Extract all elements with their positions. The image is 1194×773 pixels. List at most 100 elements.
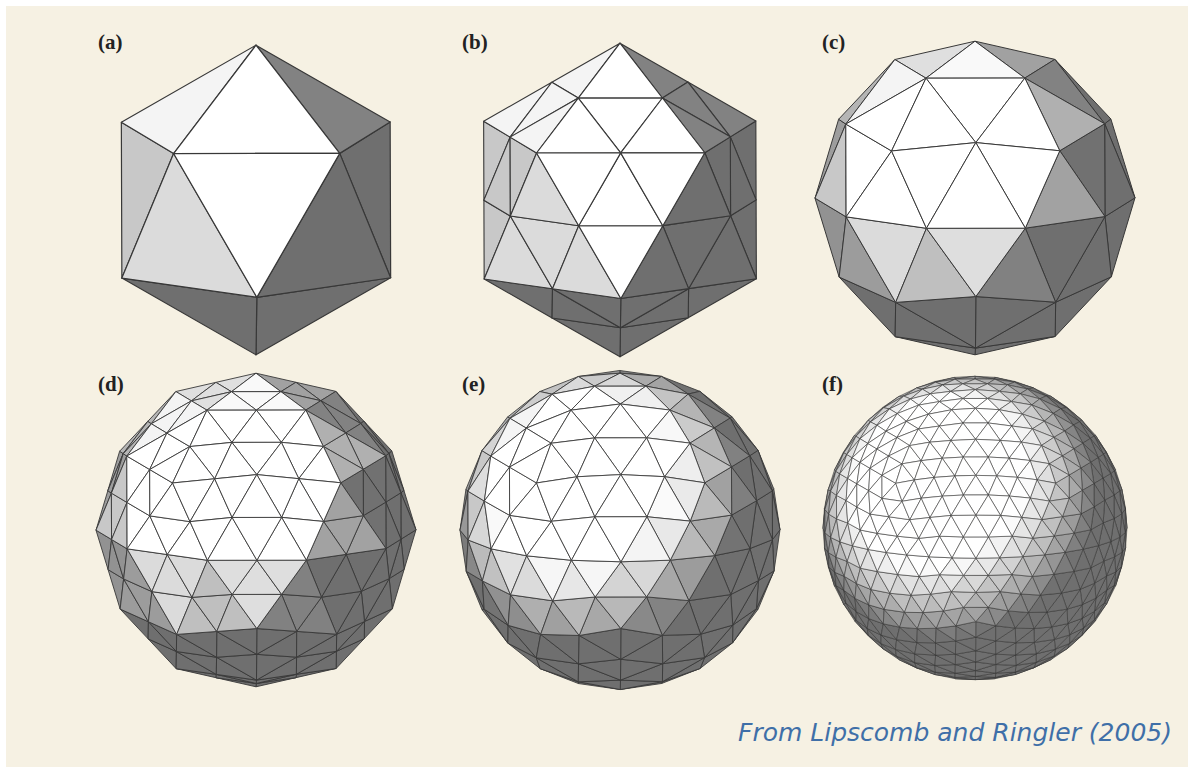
triangle-face [915, 654, 936, 666]
panel-letter: (b) [462, 30, 488, 55]
triangle-face [951, 423, 976, 441]
geodesic-sphere [121, 45, 390, 355]
triangle-face [1016, 642, 1037, 655]
triangle-face [663, 634, 705, 663]
triangle-face [112, 502, 128, 548]
triangle-face [996, 664, 1016, 673]
triangle-face [935, 665, 955, 674]
triangle-face [595, 597, 646, 629]
triangle-face [996, 665, 1016, 673]
triangle-face [1081, 490, 1094, 513]
triangle-face [936, 654, 956, 664]
triangle-face [940, 575, 964, 592]
panel-letter: (d) [98, 372, 124, 397]
triangle-face [892, 78, 976, 151]
triangle-face [579, 226, 663, 299]
triangle-face [231, 373, 280, 391]
triangle-face [111, 456, 127, 502]
triangle-face [846, 484, 857, 507]
panel-letter: (c) [822, 30, 845, 55]
triangle-face [963, 408, 988, 423]
triangle-face [1016, 654, 1037, 666]
triangle-face [257, 442, 299, 478]
triangle-face [595, 373, 646, 386]
panel-letter: (f) [822, 372, 843, 397]
triangle-face [217, 629, 257, 655]
triangle-face [297, 631, 337, 657]
triangle-face [915, 654, 935, 666]
triangle-face [484, 137, 510, 216]
triangle-face [363, 469, 386, 515]
triangle-face [190, 410, 232, 446]
geodesic-sphere [96, 373, 416, 687]
triangle-face [647, 410, 690, 443]
triangle-face [900, 627, 918, 642]
triangle-face [926, 41, 1025, 78]
triangle-face [976, 423, 1001, 440]
triangle-face [917, 643, 936, 656]
triangle-face [1105, 124, 1135, 217]
triangle-face [595, 404, 647, 438]
geodesic-sphere [823, 376, 1127, 679]
triangle-face [930, 426, 951, 442]
triangle-face [988, 575, 1012, 592]
triangle-face [299, 446, 341, 482]
triangle-face [553, 597, 595, 636]
triangle-face [836, 479, 847, 501]
triangle-face [934, 458, 955, 477]
triangle-face [1016, 642, 1035, 655]
source-credit: From Lipscomb and Ringler (2005) [738, 718, 1172, 747]
geodesic-sphere [460, 370, 780, 689]
triangle-face [730, 137, 756, 216]
triangle-face [942, 440, 963, 458]
triangle-face [897, 627, 917, 642]
triangle-face [976, 78, 1060, 151]
triangle-face [935, 655, 955, 665]
triangle-face [975, 376, 995, 379]
triangle-face [257, 629, 297, 655]
triangle-face [207, 392, 256, 410]
triangle-face [975, 398, 999, 409]
triangle-face [942, 476, 963, 496]
triangle-face [963, 379, 988, 384]
triangle-face [964, 607, 989, 621]
triangle-face [621, 560, 670, 597]
triangle-face [386, 456, 401, 502]
triangle-face [595, 517, 647, 562]
triangle-face [963, 537, 988, 558]
triangle-face [975, 376, 995, 379]
triangle-face [1009, 442, 1030, 460]
triangle-face [177, 631, 217, 657]
triangle-face [257, 560, 306, 594]
triangle-face [232, 594, 281, 628]
triangle-face [976, 592, 1000, 608]
geodesic-sphere [484, 43, 757, 357]
triangle-face [896, 297, 976, 349]
triangle-face [215, 442, 257, 478]
geodesic-sphere [815, 41, 1135, 355]
triangle-face [174, 45, 340, 153]
triangle-face [935, 665, 955, 673]
triangle-face [1103, 500, 1114, 523]
triangle-face [988, 476, 1009, 496]
triangle-face [963, 390, 988, 399]
triangle-face [997, 458, 1018, 477]
triangle-face [536, 634, 578, 663]
triangle-face [232, 475, 281, 518]
triangle-face [996, 641, 1016, 654]
triangle-face [232, 410, 281, 442]
triangle-face [976, 457, 997, 476]
triangle-face [976, 495, 1001, 515]
triangle-face [207, 560, 256, 594]
triangle-face [921, 442, 942, 460]
triangle-face [1016, 654, 1036, 666]
triangle-face [955, 677, 975, 679]
triangle-face [621, 98, 705, 153]
triangle-face [1000, 592, 1021, 611]
triangle-face [232, 517, 281, 560]
triangle-face [952, 558, 976, 576]
triangle-face [975, 297, 1055, 349]
triangle-face [281, 410, 323, 446]
triangle-face [1000, 426, 1021, 442]
triangle-face [541, 634, 580, 663]
